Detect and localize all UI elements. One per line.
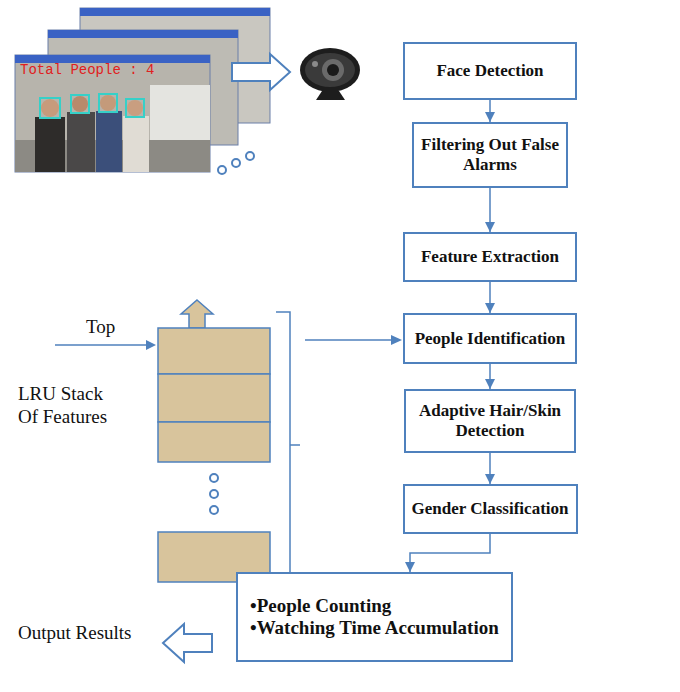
box-text: Face Detection [436, 61, 543, 81]
annotation-label: Top [86, 316, 146, 339]
stack-dots [210, 474, 218, 514]
box-text: Feature Extraction [421, 247, 559, 267]
flow-arrow [485, 188, 495, 232]
process-box: People Identification [403, 313, 577, 364]
leader-line [55, 344, 148, 346]
process-box: Adaptive Hair/Skin Detection [404, 389, 576, 453]
box-text: People Identification [415, 329, 566, 349]
box-text: •People Counting [250, 595, 391, 617]
process-box: Face Detection [403, 42, 577, 100]
process-box: Feature Extraction [403, 232, 577, 282]
annotation-label: Output Results [18, 622, 158, 645]
flow-line [305, 339, 393, 341]
output-box: •People Counting•Watching Time Accumulat… [236, 572, 513, 662]
flow-arrow [485, 100, 495, 122]
feature-stack [158, 300, 270, 582]
flow-arrow [405, 534, 490, 572]
annotation-label: LRU Stack Of Features [18, 383, 113, 429]
frame-caption: Total People : 4 [20, 62, 200, 79]
flow-arrow [232, 54, 290, 90]
flow-arrow [485, 282, 495, 313]
box-text: •Watching Time Accumulation [250, 617, 499, 639]
bracket [276, 312, 300, 582]
box-text: Filtering Out False Alarms [420, 135, 560, 174]
video-frames [15, 8, 270, 174]
process-box: Gender Classification [403, 484, 578, 534]
process-box: Filtering Out False Alarms [412, 122, 568, 188]
output-arrow [163, 624, 212, 662]
camera-icon [300, 48, 360, 100]
flow-arrow [485, 364, 495, 389]
box-text: Adaptive Hair/Skin Detection [412, 401, 568, 440]
box-text: Gender Classification [412, 499, 569, 519]
flow-arrow [485, 453, 495, 484]
